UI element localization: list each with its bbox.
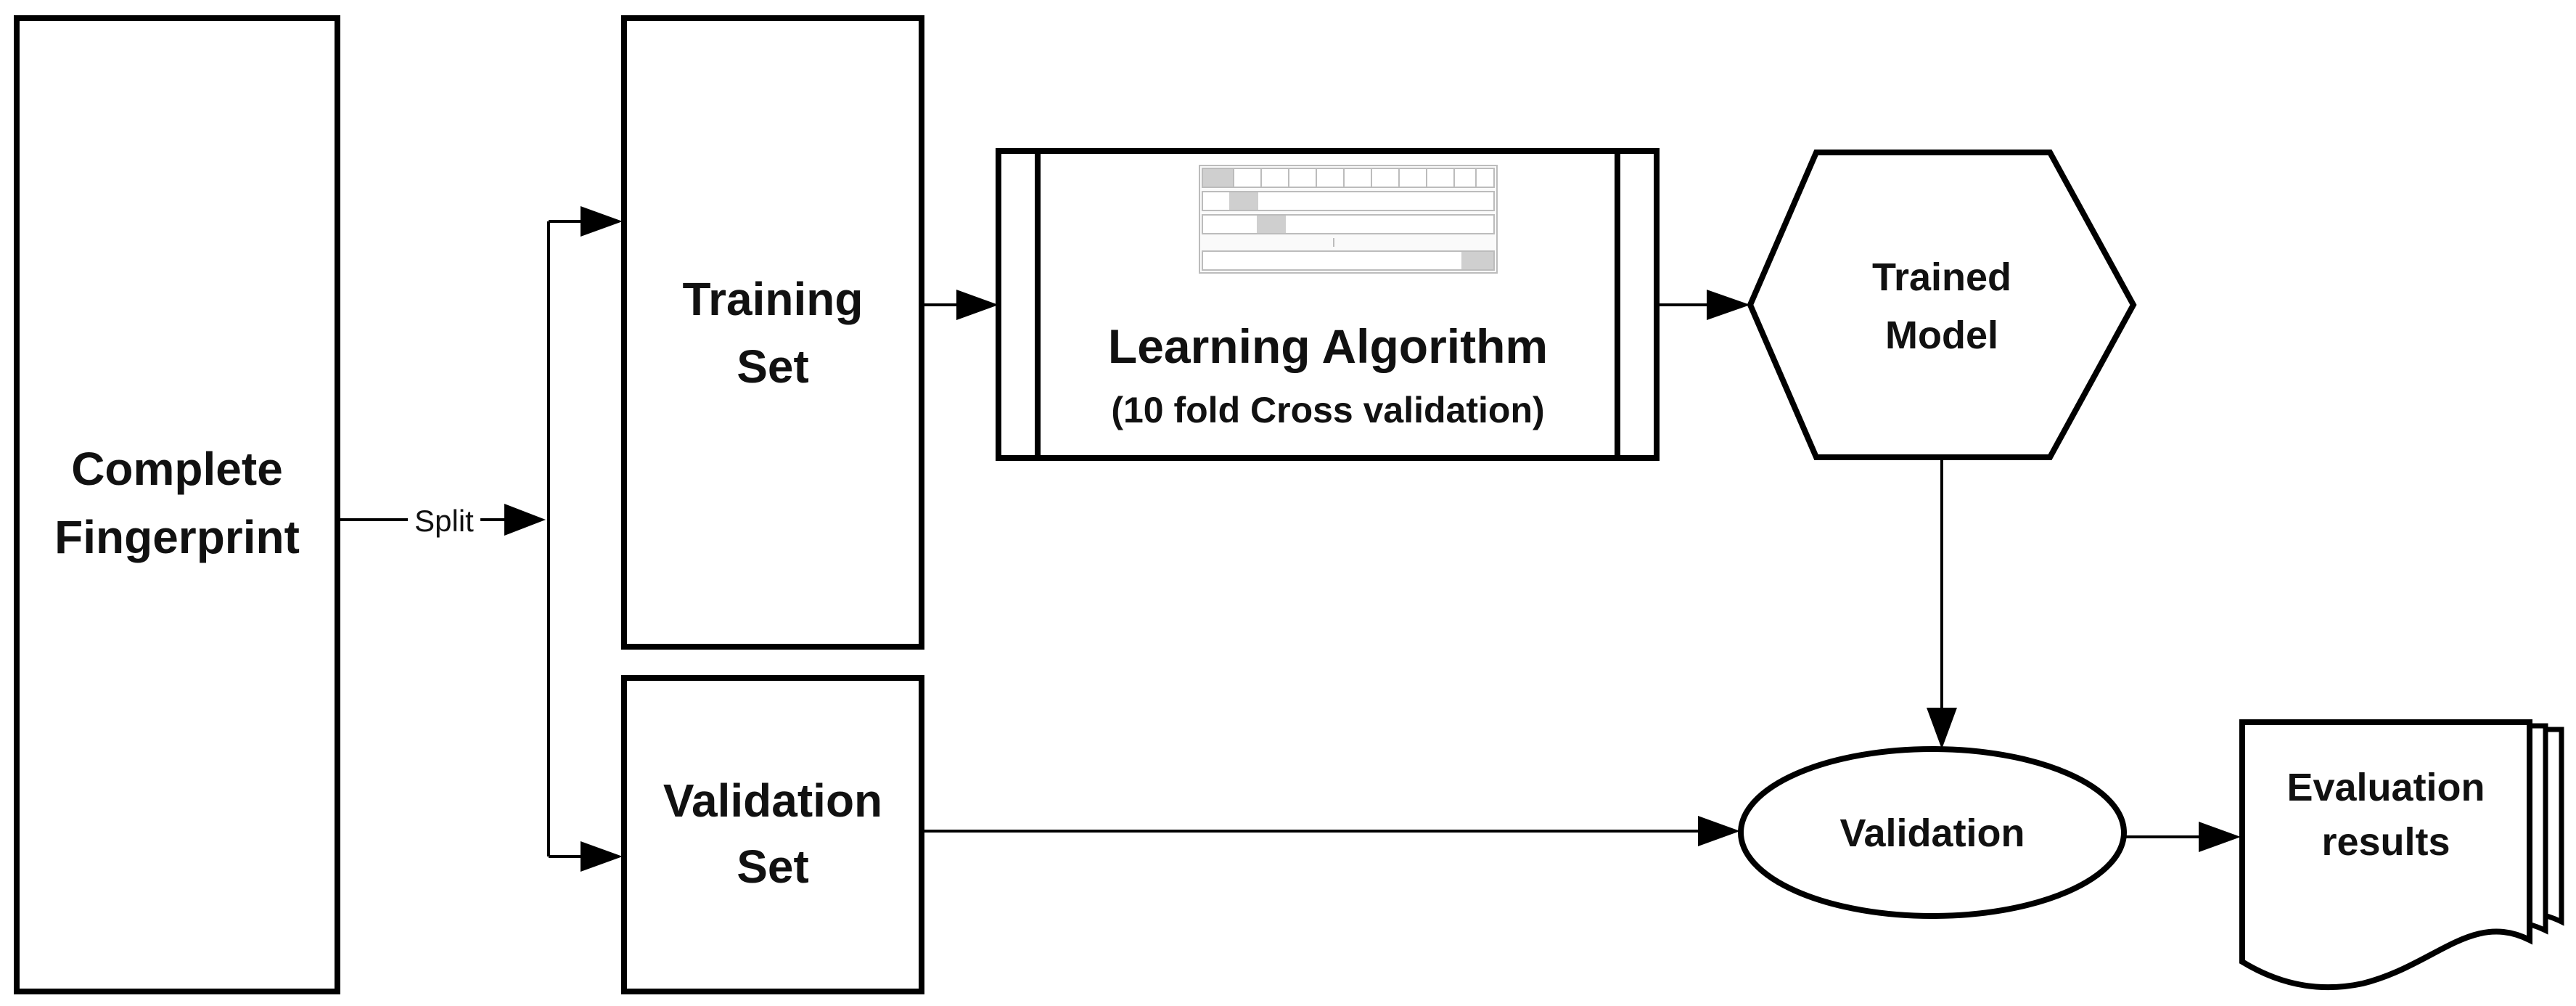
to-validation-arrow-icon [1698, 816, 1740, 846]
validation-label: Validation [1839, 811, 2025, 855]
model-to-validation-connector [1927, 457, 1957, 749]
to-model-arrow-icon [1707, 290, 1750, 320]
complete-fingerprint-label-line1: Complete [71, 443, 283, 495]
to-learning-arrow-icon [956, 290, 998, 320]
trained-model-label-line2: Model [1885, 314, 1998, 357]
validation-set-label-line1: Validation [663, 774, 882, 827]
complete-fingerprint-label-line2: Fingerprint [54, 511, 300, 563]
learning-algorithm-label-line2: (10 fold Cross validation) [1111, 390, 1544, 430]
training-set-node: Training Set [621, 15, 924, 650]
learning-algorithm-node: Learning Algorithm (10 fold Cross valida… [996, 148, 1660, 461]
validation-node: Validation [1738, 746, 2127, 919]
evaluation-results-label-line2: results [2321, 820, 2450, 864]
trained-model-node: Trained Model [1747, 150, 2137, 460]
validation-set-node: Validation Set [621, 675, 924, 994]
training-to-learning-connector [922, 290, 998, 320]
to-validation-down-arrow-icon [1927, 708, 1957, 749]
learning-algorithm-label-line1: Learning Algorithm [1108, 319, 1548, 373]
validation-to-results-connector [2124, 822, 2241, 852]
validation-set-to-validation-connector [922, 816, 1740, 846]
training-set-label-line1: Training [683, 273, 864, 325]
evaluation-results-label-line1: Evaluation [2286, 766, 2485, 809]
to-validation-set-arrow-icon [581, 841, 623, 872]
split-label: Split [414, 504, 474, 538]
to-results-arrow-icon [2199, 822, 2241, 852]
training-set-label-line2: Set [737, 340, 809, 393]
evaluation-results-node: Evaluation results [2239, 719, 2564, 991]
complete-fingerprint-node: Complete Fingerprint [14, 15, 340, 994]
validation-set-label-line2: Set [737, 841, 809, 893]
to-training-arrow-icon [581, 206, 623, 237]
split-arrow-icon [504, 504, 546, 536]
split-connector: Split [337, 206, 623, 872]
learning-to-model-connector [1657, 290, 1750, 320]
trained-model-label-line1: Trained [1872, 255, 2011, 299]
algorithm-widget-image [1199, 165, 1498, 274]
